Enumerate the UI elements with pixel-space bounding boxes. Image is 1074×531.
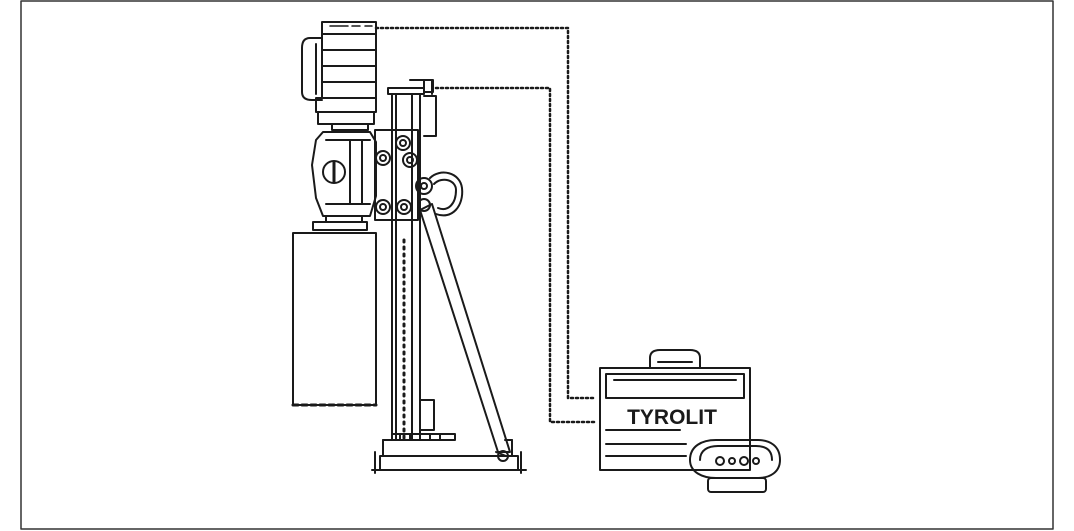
stand-strut	[419, 203, 511, 453]
control-unit-body	[599, 367, 751, 471]
core-bit-body	[292, 232, 377, 406]
drill-stand-icon	[371, 79, 527, 474]
remote-control-body	[689, 439, 781, 479]
drill-motor-icon	[301, 21, 377, 231]
remote-control-icon	[689, 439, 781, 493]
cable-motor-to-control-unit	[374, 26, 598, 400]
control-unit-icon: TYROLIT	[599, 349, 751, 471]
carriage	[374, 129, 464, 221]
stand-base-plate	[379, 455, 519, 471]
brand-logo: TYROLIT	[627, 406, 717, 429]
carriage-handle	[429, 171, 464, 217]
cable-connections	[374, 26, 598, 424]
diagram-border	[20, 0, 1054, 530]
core-bit-icon	[291, 232, 378, 407]
cable-stand-to-control-unit	[434, 86, 598, 424]
